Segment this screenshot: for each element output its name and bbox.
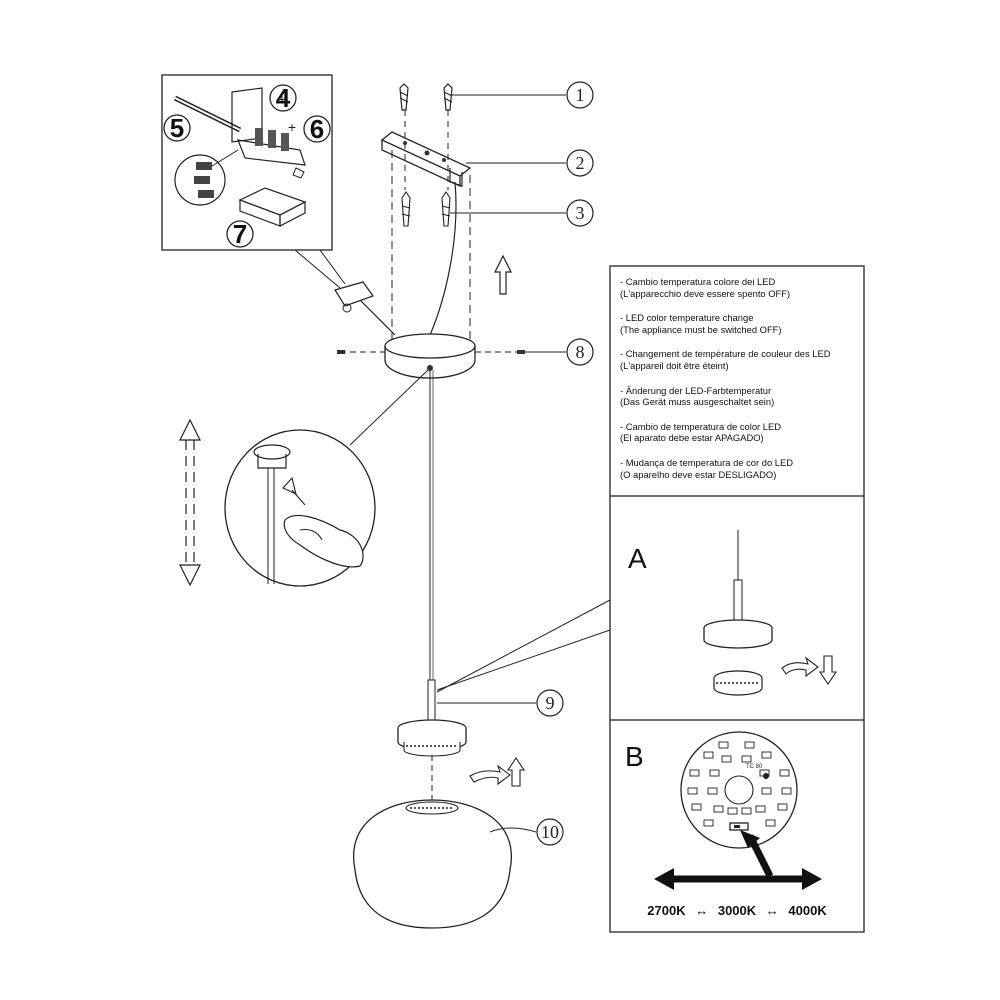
instruction-title: - Changement de température de couleur d… [620, 348, 831, 360]
cable-lock-zoom-icon [224, 429, 376, 587]
glass-shade-icon [352, 799, 513, 929]
callout-9: 9 [546, 693, 555, 713]
driver-box-icon [238, 187, 307, 227]
panel-b-label: B [625, 741, 644, 772]
height-adjust-arrow-icon [179, 418, 201, 587]
instruction-note: (El aparato debe estar APAGADO) [620, 432, 764, 444]
panel-a-label: A [628, 543, 647, 574]
temp-option-2700k: 2700K [647, 903, 686, 918]
callout-1: 1 [576, 85, 585, 105]
mounting-bracket-icon [380, 131, 472, 188]
instruction-title: - Cambio temperatura colore dei LED [620, 276, 776, 287]
screw-icon [401, 191, 451, 227]
temp-option-3000k: 3000K [717, 903, 757, 918]
up-arrow-icon [494, 254, 512, 295]
instruction-item: - Änderung der LED-Farbtemperatur(Das Ge… [620, 385, 856, 408]
instruction-title: - LED color temperature change [620, 312, 754, 324]
ceiling-cup-icon [384, 333, 476, 379]
wiring-detail-inset: + + 4 6 5 7 [161, 74, 333, 251]
led-module-removal-icon [703, 530, 838, 696]
instruction-title: - Änderung der LED-Farbtemperatur [620, 384, 772, 396]
lamp-holder-icon [397, 679, 467, 757]
instructions-list: - Cambio temperatura colore dei LED(L'ap… [610, 266, 864, 496]
svg-text:+: + [288, 119, 296, 135]
callout-5: 5 [170, 113, 184, 143]
connector-icon [334, 281, 374, 313]
svg-text:+: + [278, 91, 286, 107]
terminal-block-icon [231, 87, 306, 179]
callout-4: 4 [276, 83, 291, 113]
led-board-icon: TC 80 [680, 731, 798, 849]
callout-7: 7 [233, 219, 247, 249]
callout-3: 3 [576, 203, 585, 223]
instruction-item: - Changement de température de couleur d… [620, 348, 856, 371]
temp-option-4000k: 4000K [788, 903, 827, 918]
switch-pointer-arrow-icon [740, 830, 774, 878]
callout-6: 6 [310, 114, 324, 144]
callout-10: 10 [541, 822, 559, 842]
temp-separator-1: ↔ [695, 903, 709, 918]
instruction-note: (The appliance must be switched OFF) [620, 323, 782, 335]
callout-8: 8 [576, 342, 585, 362]
connector-zoom-icon [174, 149, 239, 206]
instruction-note: (L'apparecchio deve essere spento OFF) [620, 287, 791, 299]
led-instructions-panel [609, 265, 865, 933]
instruction-item: - LED color temperature change(The appli… [620, 312, 856, 335]
instruction-title: - Cambio de temperatura de color LED [620, 420, 782, 432]
instruction-note: (Das Gerät muss ausgeschaltet sein) [620, 396, 775, 408]
instruction-title: - Mudança de temperatura de cor do LED [620, 456, 794, 468]
temp-separator-2: ↔ [765, 903, 779, 918]
pcb-marking: TC 80 [746, 764, 763, 770]
instruction-note: (O aparelho deve estar DESLIGADO) [620, 468, 777, 480]
temperature-options: 2700K ↔ 3000K ↔ 4000K [610, 903, 864, 918]
instruction-item: - Mudança de temperatura de cor do LED(O… [620, 457, 856, 480]
instruction-item: - Cambio de temperatura de color LED(El … [620, 421, 856, 444]
instruction-note: (L'appareil doit être éteint) [620, 359, 729, 371]
callout-2: 2 [576, 153, 585, 173]
rotate-arrow-icon [469, 757, 526, 787]
instruction-item: - Cambio temperatura colore dei LED(L'ap… [620, 276, 856, 299]
double-arrow-icon [654, 868, 822, 890]
wall-plug-icon [399, 83, 453, 111]
